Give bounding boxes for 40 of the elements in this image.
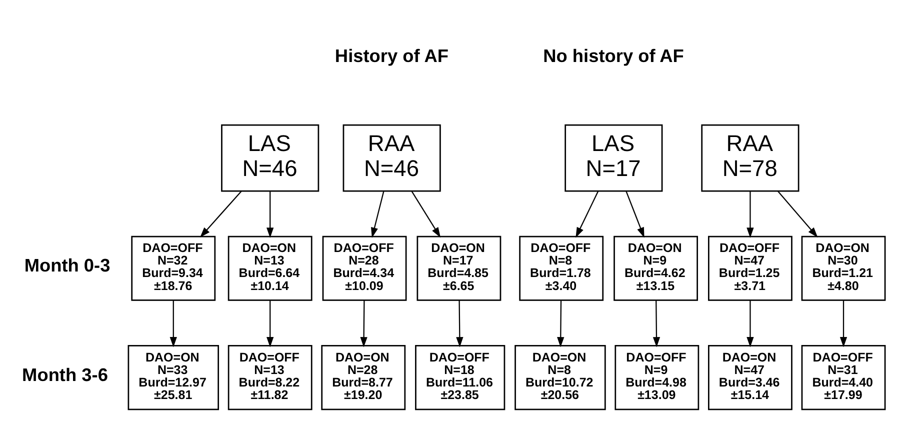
node-box: DAO=OFF N=9 Burd=4.98 ±13.09: [614, 344, 700, 410]
arrow: [266, 190, 274, 238]
label: Month 0-3: [24, 255, 110, 276]
node-box: DAO=OFF N=32 Burd=9.34 ±18.76: [131, 235, 216, 300]
arrow: [370, 190, 384, 238]
label: No history of AF: [543, 46, 684, 66]
node-box: RAA N=78: [701, 124, 800, 192]
arrow: [746, 300, 754, 347]
arrow: [557, 300, 564, 347]
node-box: DAO=OFF N=31 Burd=4.40 ±17.99: [801, 344, 886, 410]
arrow: [626, 190, 644, 238]
arrow: [746, 190, 754, 238]
node-box: DAO=ON N=47 Burd=3.46 ±15.14: [708, 344, 792, 410]
node-box: RAA N=46: [342, 124, 441, 192]
label: Month 3-6: [22, 364, 108, 384]
arrow: [266, 300, 274, 347]
node-box: DAO=OFF N=47 Burd=1.25 ±3.71: [708, 235, 792, 300]
node-box: DAO=ON N=9 Burd=4.62 ±13.15: [614, 235, 698, 300]
node-box: DAO=ON N=28 Burd=8.77 ±19.20: [321, 344, 406, 410]
arrow: [200, 190, 242, 237]
node-box: DAO=OFF N=8 Burd=1.78 ±3.40: [519, 235, 604, 300]
node-box: DAO=OFF N=13 Burd=8.22 ±11.82: [228, 344, 312, 410]
node-box: LAS N=17: [564, 124, 663, 192]
node-box: DAO=OFF N=18 Burd=11.06 ±23.85: [415, 344, 506, 410]
arrow: [652, 300, 660, 347]
node-box: DAO=ON N=33 Burd=12.97 ±25.81: [128, 344, 219, 410]
node-box: DAO=OFF N=28 Burd=4.34 ±10.09: [322, 235, 407, 300]
node-box: DAO=ON N=17 Burd=4.85 ±6.65: [416, 235, 502, 300]
arrow: [778, 190, 818, 237]
node-box: DAO=ON N=30 Burd=1.21 ±4.80: [801, 235, 886, 300]
label: History of AF: [334, 46, 448, 66]
arrow: [576, 190, 599, 238]
node-box: LAS N=46: [221, 124, 320, 192]
arrow: [360, 300, 368, 347]
arrow: [840, 300, 848, 347]
node-box: DAO=ON N=13 Burd=6.64 ±10.14: [228, 235, 312, 300]
arrow: [411, 190, 441, 238]
arrow: [456, 300, 464, 347]
arrow: [170, 300, 177, 347]
node-box: DAO=ON N=8 Burd=10.72 ±20.56: [514, 344, 606, 410]
